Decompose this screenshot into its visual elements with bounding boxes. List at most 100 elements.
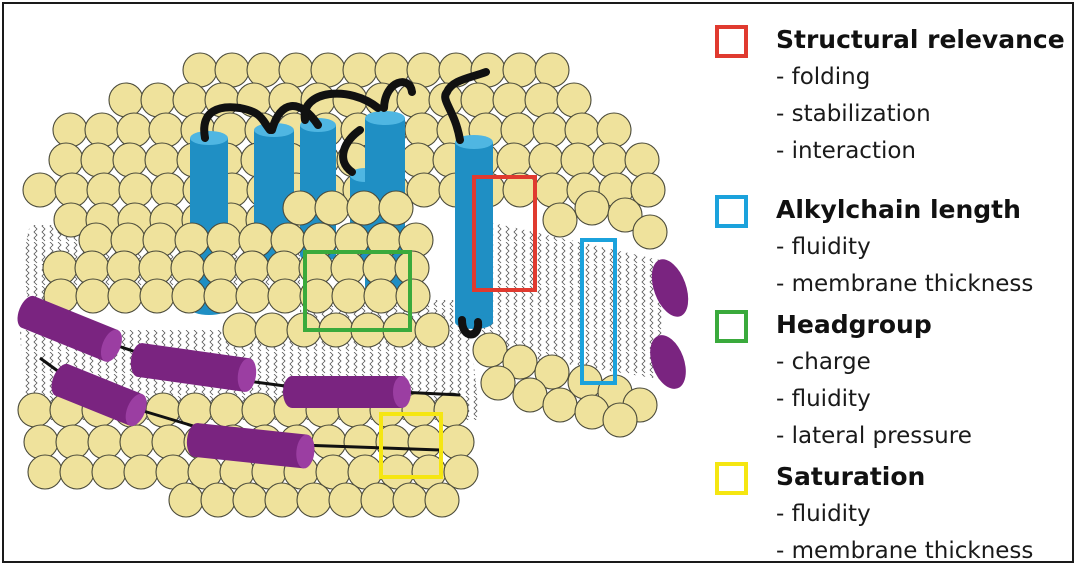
headgroup-circle-icon [75, 278, 111, 314]
headgroup-circle-icon [343, 424, 379, 460]
headgroup-circle-icon [392, 482, 428, 518]
legend-saturation: Saturation - fluidity - membrane thickne… [712, 459, 1072, 574]
purple-cylinder-helix-icon [650, 335, 686, 389]
headgroup-circle-icon [534, 52, 570, 88]
headgroup-circle-icon [602, 402, 638, 438]
protein-loop [458, 316, 483, 339]
headgroup-circle-icon [264, 482, 300, 518]
headgroup-box [303, 250, 412, 332]
green-square-icon [715, 310, 748, 343]
headgroup-circle-icon [528, 142, 564, 178]
headgroup-circle-icon [17, 392, 53, 428]
headgroup-circle-icon [23, 424, 59, 460]
purple-cylinder-helix-icon [651, 259, 689, 317]
headgroup-circle-icon [182, 52, 218, 88]
headgroup-circle-icon [267, 278, 303, 314]
headgroup-circle-icon [632, 214, 668, 250]
purple-cylinder-helix-icon-end [393, 376, 411, 408]
headgroup-circle-icon [144, 142, 180, 178]
headgroup-circle-icon [574, 190, 610, 226]
purple-cylinder-helix-icon [283, 376, 411, 408]
purple-cylinder-helix-icon-start [51, 363, 73, 397]
headgroup-circle-icon [314, 190, 350, 226]
headgroup-circle-icon [150, 172, 186, 208]
headgroup-circle-icon [480, 365, 516, 401]
headgroup-circle-icon [86, 172, 122, 208]
headgroup-circle-icon [496, 142, 532, 178]
headgroup-circle-icon [80, 142, 116, 178]
headgroup-circle-icon [84, 112, 120, 148]
legend-title: Saturation [776, 462, 926, 491]
headgroup-circle-icon [123, 454, 159, 490]
legend-title: Alkylchain length [776, 195, 1021, 224]
headgroup-circle-icon [378, 190, 414, 226]
purple-cylinder-helix-icon-body [292, 376, 402, 408]
headgroup-circle-icon [91, 454, 127, 490]
headgroup-circle-icon [59, 454, 95, 490]
headgroup-circle-icon [532, 112, 568, 148]
highlight-boxes [303, 175, 617, 479]
saturation-box [379, 412, 443, 479]
headgroup-circle-icon [214, 52, 250, 88]
purple-cylinder-helix-icon-start [283, 376, 301, 408]
headgroup-circle-icon [512, 377, 548, 413]
headgroup-circle-icon [232, 482, 268, 518]
headgroup-circle-icon [472, 332, 508, 368]
purple-cylinder-helix-icon-start [130, 343, 150, 377]
headgroup-circle-icon [311, 424, 347, 460]
purple-cylinder-helix-icon-end [296, 434, 315, 469]
blue-square-icon [715, 195, 748, 228]
legend-headgroup: Headgroup - charge - fluidity - lateral … [712, 307, 1072, 459]
protein-loop [380, 78, 416, 112]
headgroup-circle-icon [360, 482, 396, 518]
headgroup-circle-icon [406, 52, 442, 88]
headgroup-circle-icon [55, 424, 91, 460]
headgroup-circle-icon [108, 82, 144, 118]
cylinder-helix-icon-top [455, 135, 493, 149]
headgroup-circle-icon [443, 454, 479, 490]
legend-structural-relevance: Structural relevance - folding - stabili… [712, 22, 1072, 192]
headgroup-circle-icon [524, 82, 560, 118]
protein-loop [441, 68, 490, 144]
legend-title: Structural relevance [776, 25, 1065, 54]
headgroup-circle-icon [112, 142, 148, 178]
protein-loop [268, 102, 322, 134]
tail-region [480, 220, 665, 380]
purple-cylinder-helix-icon [51, 363, 147, 427]
headgroup-circle-icon [363, 278, 399, 314]
peripheral-linker [299, 443, 441, 452]
headgroup-circle-icon [296, 482, 332, 518]
purple-cylinder-helix-icon-body [137, 343, 250, 392]
peripheral-protein [17, 259, 689, 469]
headgroup-circle-icon [209, 392, 245, 428]
headgroup-circle-icon [407, 424, 443, 460]
headgroup-circle-icon [107, 278, 143, 314]
headgroup-circle-icon [235, 278, 271, 314]
headgroup-circle-icon [460, 82, 496, 118]
protein-loop [200, 103, 274, 142]
legend-item: - fluidity [776, 501, 871, 527]
headgroup-circle-icon [342, 52, 378, 88]
yellow-square-icon [715, 462, 748, 495]
headgroup-circle-icon [607, 197, 643, 233]
purple-cylinder-helix-icon-end [100, 329, 122, 362]
headgroup-circle-icon [414, 312, 450, 348]
purple-cylinder-helix-icon-body [194, 423, 308, 469]
headgroup-circle-icon [502, 52, 538, 88]
headgroup-circle-icon [282, 190, 318, 226]
headgroup-circle-icon [22, 172, 58, 208]
headgroup-circle-icon [439, 424, 475, 460]
legend-item: - stabilization [776, 101, 931, 127]
headgroup-circle-icon [151, 424, 187, 460]
headgroup-circle-icon [52, 112, 88, 148]
purple-cylinder-helix-icon [130, 343, 257, 392]
alkylchain-length-box [580, 238, 617, 385]
protein-loop [300, 89, 382, 124]
purple-cylinder-helix-icon-end [237, 358, 257, 392]
headgroup-circle-icon [492, 82, 528, 118]
purple-cylinder-helix-icon [17, 295, 122, 362]
legend-item: - lateral pressure [776, 423, 972, 449]
headgroup-circle-icon [624, 142, 660, 178]
headgroup-circle-icon [596, 112, 632, 148]
figure-frame [2, 2, 1074, 563]
